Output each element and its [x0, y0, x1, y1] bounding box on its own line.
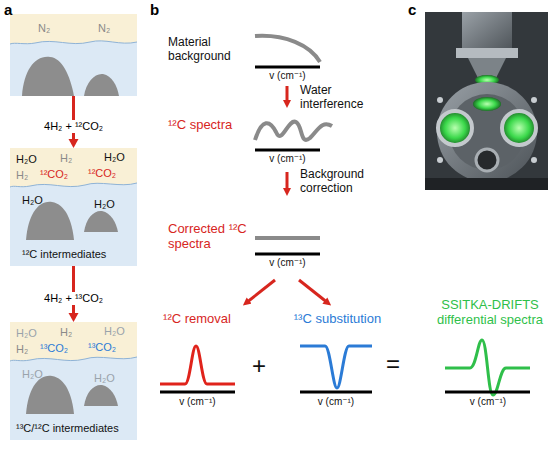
corrected-spectrum [255, 236, 320, 240]
differential-spectrum [445, 340, 530, 395]
flange [456, 48, 518, 58]
annotation: + [247, 352, 271, 380]
annotation: ¹²C removal [152, 312, 242, 327]
species-label: ¹³CO₂ [88, 341, 116, 354]
species-label: ¹³CO₂ [40, 342, 68, 355]
species-label: ¹²CO₂ [40, 168, 68, 181]
annotation: Water interference [300, 84, 378, 112]
stage-base [425, 178, 548, 190]
panel-letter: c [408, 1, 428, 18]
arrow-head [69, 313, 79, 322]
annotation: Material background [168, 36, 248, 64]
arrow-shaft [72, 266, 75, 314]
axis-baseline [445, 391, 530, 394]
split-arrow [299, 280, 328, 303]
gas-layer [10, 322, 137, 361]
illustration-box: H₂OH₂H₂OH₂¹³CO₂¹³CO₂H₂OH₂O¹³C/¹²C interm… [10, 322, 137, 440]
catalyst-particle [26, 376, 74, 414]
annotation: v (cm⁻¹) [447, 396, 529, 408]
bolt [437, 157, 443, 163]
reaction-label: 4H₂ + ¹²CO₂ [42, 120, 105, 133]
species-label: ¹²C intermediates [22, 248, 106, 261]
substitution-dip [300, 346, 372, 388]
gas-layer [10, 148, 137, 187]
catalyst-particle [26, 202, 74, 240]
panel-letter: a [4, 1, 24, 18]
annotation: Background correction [300, 168, 390, 196]
bolt [531, 97, 537, 103]
reaction-label: 4H₂ + ¹³CO₂ [42, 292, 105, 305]
species-label: ¹³C/¹²C intermediates [16, 422, 119, 435]
species-label: H₂O [94, 198, 115, 211]
removal-peak [160, 346, 235, 384]
species-label: H₂O [104, 151, 125, 164]
species-label: H₂ [16, 343, 28, 356]
species-label: H₂O [104, 325, 125, 338]
axis-baseline [300, 391, 372, 394]
annotation: v (cm⁻¹) [160, 396, 235, 408]
liquid-layer [10, 322, 137, 440]
species-label: H₂ [60, 326, 72, 339]
liquid-layer [10, 148, 137, 266]
species-label: H₂ [16, 169, 28, 182]
green-window [502, 111, 536, 145]
green-window [438, 111, 472, 145]
axis-baseline [255, 149, 320, 152]
catalyst-particle [84, 211, 118, 232]
species-label: N₂ [98, 22, 110, 35]
species-label: H₂O [94, 372, 115, 385]
arrow-head [69, 139, 79, 148]
arrow-shaft [72, 96, 75, 140]
annotation: v (cm⁻¹) [250, 153, 325, 165]
split-arrow [246, 280, 275, 303]
panel-letter: b [150, 1, 170, 18]
catalyst-particle [22, 57, 74, 96]
catalyst-particle [84, 385, 118, 406]
photo-background [425, 12, 548, 190]
species-label: N₂ [38, 22, 50, 35]
port [476, 149, 498, 171]
interface-line [10, 357, 137, 361]
annotation: ¹³C substitution [285, 312, 390, 327]
catalyst-particle [84, 74, 119, 96]
axis-baseline [160, 391, 235, 394]
interface-line [10, 41, 137, 44]
reaction-chamber [437, 82, 537, 182]
annotation: Corrected ¹²C spectra [168, 222, 250, 252]
annotation: v (cm⁻¹) [298, 396, 374, 408]
species-label: H₂ [60, 152, 72, 165]
annotation: SSITKA-DRIFTS differential spectra [428, 298, 552, 328]
annotation: ¹²C spectra [168, 118, 253, 133]
step-arrow [286, 86, 289, 104]
interface-line [10, 183, 137, 187]
step-arrow [286, 172, 289, 192]
optics-housing [462, 12, 512, 52]
annotation: v (cm⁻¹) [250, 70, 325, 82]
gas-layer [10, 14, 137, 44]
axis-baseline [255, 66, 320, 69]
bolt [531, 157, 537, 163]
species-label: H₂O [16, 327, 37, 340]
species-label: H₂O [22, 368, 43, 381]
annotation: = [381, 350, 405, 378]
liquid-layer [10, 14, 137, 96]
species-label: H₂O [16, 153, 37, 166]
species-label: H₂O [22, 194, 43, 207]
annotation: v (cm⁻¹) [250, 257, 325, 269]
green-window [473, 97, 501, 111]
raw-spectrum [255, 122, 332, 140]
background-spectrum [255, 36, 320, 62]
axis-baseline [255, 253, 320, 256]
bolt [437, 97, 443, 103]
species-label: ¹²CO₂ [88, 167, 116, 180]
illustration-box: N₂ N₂ [10, 14, 137, 96]
illustration-box: H₂OH₂H₂OH₂¹²CO₂¹²CO₂H₂OH₂O¹²C intermedia… [10, 148, 137, 266]
